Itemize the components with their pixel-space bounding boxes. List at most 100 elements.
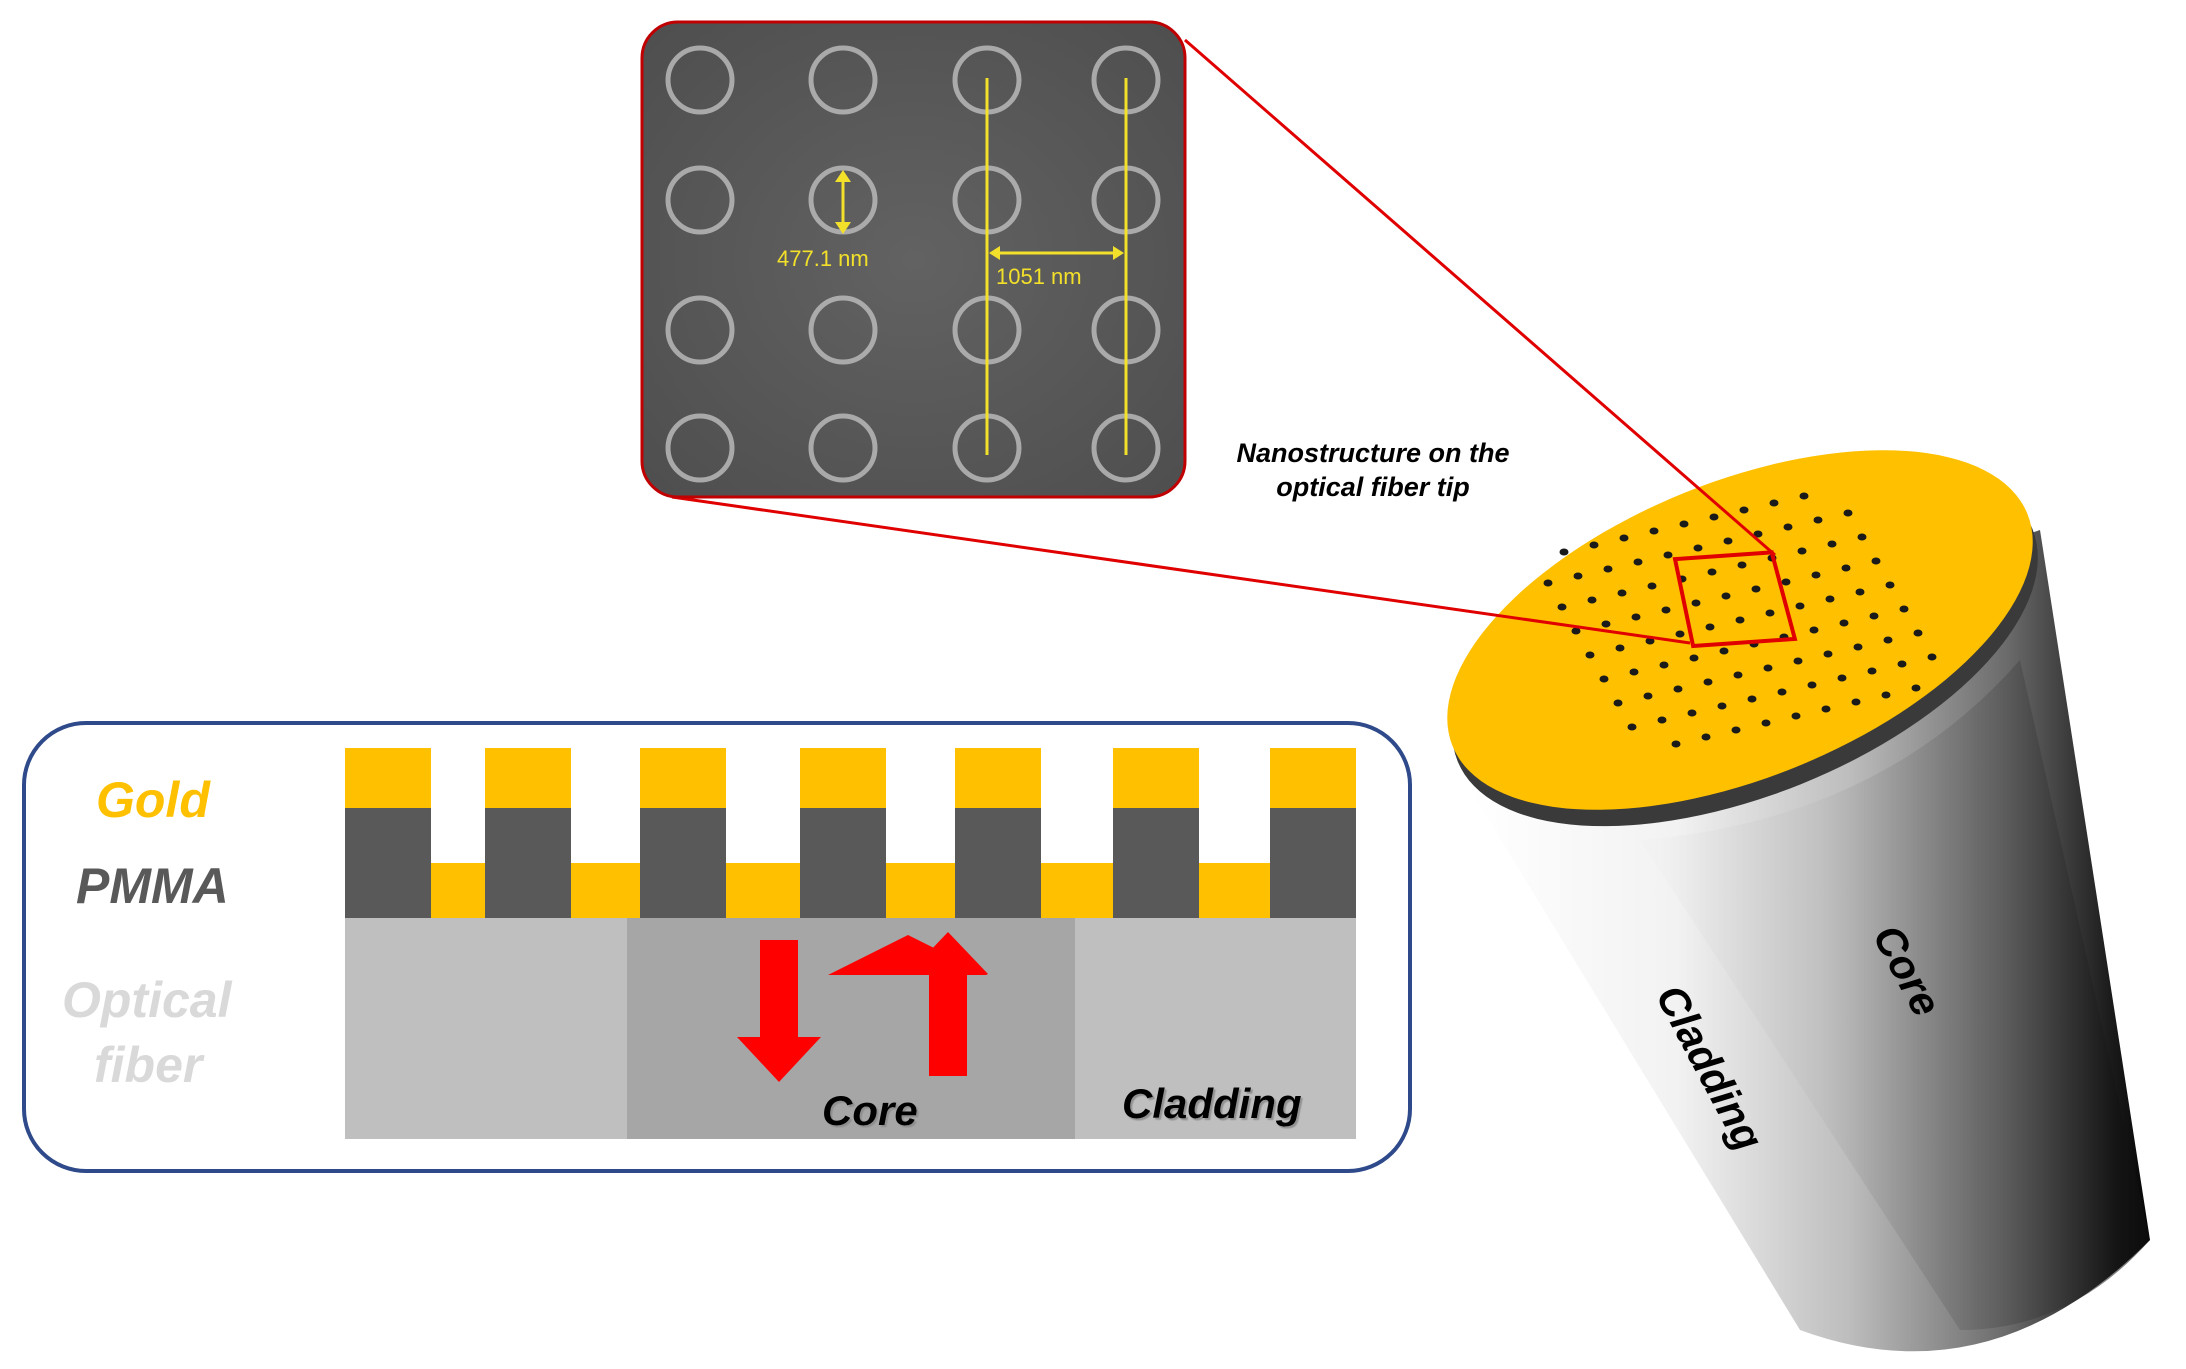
nanohole-dot [1603,565,1613,573]
gold-cap [955,748,1041,808]
period-measurement: 1051 nm [985,78,1128,455]
nanohole-dot [1735,616,1745,624]
nanohole-dot [1737,561,1747,569]
sem-image-frame [640,20,1187,499]
nanohole-dot [1631,613,1641,621]
nanohole-dot [1911,684,1921,692]
nanohole-dot [1599,675,1609,683]
gold-cap [640,748,726,808]
nanohole-dot [1659,661,1669,669]
gold-cap [345,748,431,808]
nanohole-dot [1857,533,1867,541]
nanohole-array [1543,492,1937,748]
nanohole-dot [1913,629,1923,637]
nanohole-dot [1843,509,1853,517]
down-arrow [737,940,821,1082]
pmma-pillar [1113,808,1199,918]
nanohole-dot [1643,692,1653,700]
core-region-label: Core [822,1087,918,1134]
pmma-pillar [485,808,571,918]
nanohole-dot [1673,685,1683,693]
nanohole-dot [1573,572,1583,580]
pmma-pillar [640,808,726,918]
nanohole-dot [1693,544,1703,552]
period-label: 1051 nm [996,264,1082,289]
gold-well [1199,863,1270,918]
nanohole-dot [1769,499,1779,507]
nanohole-dot [1791,712,1801,720]
pmma-pillar [800,808,886,918]
pmma-pillar [1270,808,1356,918]
fiber-highlight-box [1672,550,1798,649]
sem-hole [808,413,878,483]
nanohole-dot [1679,520,1689,528]
nanohole-dot [1627,723,1637,731]
nanohole-dot [1657,716,1667,724]
pmma-pillar [955,808,1041,918]
nanohole-dot [1587,596,1597,604]
nanohole-dot [1739,506,1749,514]
nanohole-dot [1721,592,1731,600]
cross-section-panel: Gold PMMA Optical fiber Core Cladding [22,721,1412,1173]
sem-hole [665,295,735,365]
nanohole-dot [1853,643,1863,651]
nanohole-dot [1675,630,1685,638]
nanohole-dot [1557,603,1567,611]
pmma-label: PMMA [76,858,229,914]
sem-caption-line2: optical fiber tip [1276,472,1470,502]
nanohole-dot [1881,691,1891,699]
nanohole-dot [1823,650,1833,658]
nanohole-dot [1701,733,1711,741]
nanohole-dot [1927,653,1937,661]
nanohole-dot [1885,581,1895,589]
core-region [627,918,1075,1139]
nanohole-dot [1811,571,1821,579]
nanohole-dot [1793,657,1803,665]
nanohole-dot [1763,664,1773,672]
gold-well [571,863,640,918]
nanohole-dot [1777,688,1787,696]
nanohole-dot [1871,557,1881,565]
nanohole-dot [1703,678,1713,686]
nanohole-dot [1827,540,1837,548]
nanohole-dot [1747,695,1757,703]
nanohole-dot [1783,523,1793,531]
nanohole-dot [1795,602,1805,610]
gold-well [1041,863,1113,918]
nanohole-dot [1719,647,1729,655]
gold-well [886,863,955,918]
nanohole-dot [1899,605,1909,613]
nanohole-dot [1619,534,1629,542]
nanohole-dot [1661,606,1671,614]
up-arrow [828,932,988,1076]
nanohole-dot [1617,589,1627,597]
nanohole-dot [1589,541,1599,549]
nanohole-dot [1883,636,1893,644]
gold-cap [1113,748,1199,808]
nanohole-dot [1645,637,1655,645]
nanohole-dot [1613,699,1623,707]
diameter-label: 477.1 nm [777,246,869,271]
nanohole-dot [1867,667,1877,675]
nanohole-dot [1647,582,1657,590]
nanohole-dot [1601,620,1611,628]
gold-cap [800,748,886,808]
optical-label-line1: Optical [62,972,233,1028]
nanohole-dot [1731,726,1741,734]
sem-hole [808,295,878,365]
nanohole-dot [1869,612,1879,620]
nanohole-dot [1825,595,1835,603]
cladding-region-label: Cladding [1122,1080,1302,1127]
nanohole-dot [1797,547,1807,555]
sem-hole [665,45,735,115]
nanohole-dot [1649,527,1659,535]
sem-hole [665,413,735,483]
gold-well [431,863,485,918]
fiber-gold-face [1447,450,2033,810]
nanohole-dot [1687,709,1697,717]
nanohole-dot [1585,651,1595,659]
nanohole-dot [1717,702,1727,710]
zoom-lines [671,38,1776,645]
nanohole-dot [1851,698,1861,706]
